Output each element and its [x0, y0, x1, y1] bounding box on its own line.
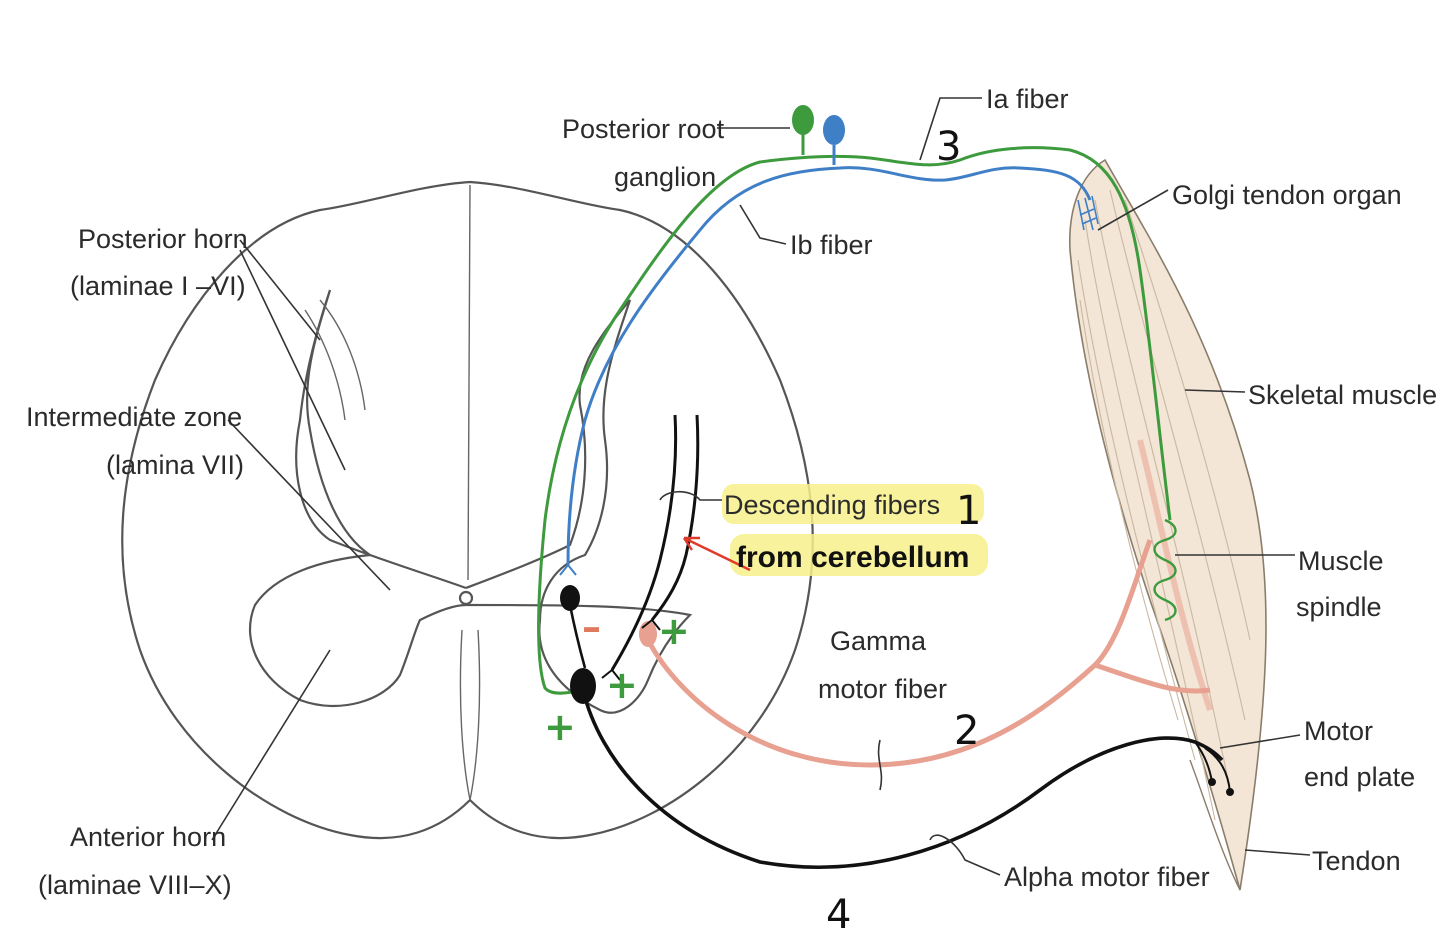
- label-muscle-spindle: Muscle spindle: [1296, 546, 1384, 622]
- label-alpha-motor-fiber: Alpha motor fiber: [1004, 862, 1210, 892]
- label-posterior-root-ganglion: Posterior root ganglion: [562, 114, 725, 192]
- label-anterior-horn: Anterior horn (laminae VIII–X): [38, 822, 232, 900]
- label-gamma-motor-fiber: Gamma motor fiber: [818, 626, 947, 704]
- muscle-striations: [1077, 189, 1251, 821]
- spindle-coil: [1153, 518, 1177, 622]
- label-gamma-line1: Gamma: [830, 626, 927, 656]
- alpha-motor-fiber-path: [581, 689, 1224, 869]
- spinal-cord: [121, 180, 814, 840]
- label-descending-fibers: Descending fibers: [724, 490, 940, 520]
- excitatory-plus-sign-ia: +: [544, 705, 576, 749]
- number-1: 1: [956, 488, 981, 534]
- label-posterior-root-line1: Posterior root: [562, 114, 725, 144]
- leader-lines: [211, 97, 1311, 876]
- label-ib-fiber: Ib fiber: [790, 230, 873, 260]
- label-anterior-horn-line1: Anterior horn: [70, 822, 226, 852]
- descending-endings: [601, 619, 661, 681]
- gamma-motor-neuron: [639, 621, 657, 647]
- muscle-spindle: [1137, 439, 1213, 711]
- label-tendon: Tendon: [1312, 846, 1401, 876]
- ganglion-cell-blue: [823, 115, 845, 145]
- golgi-tendon-organ: [1077, 195, 1099, 231]
- number-4: 4: [826, 892, 851, 938]
- ganglion-cell-green: [792, 105, 814, 135]
- gamma-fiber-branch: [1094, 662, 1211, 694]
- label-skeletal-muscle: Skeletal muscle: [1248, 380, 1437, 410]
- central-canal: [458, 590, 474, 606]
- inhibitory-interneuron: [560, 585, 580, 611]
- label-posterior-horn-line2: (laminae I –VI): [70, 271, 246, 301]
- interneuron-link: [568, 604, 587, 669]
- label-intermediate-zone: Intermediate zone (lamina VII): [26, 402, 244, 480]
- label-muscle-spindle-line1: Muscle: [1298, 546, 1384, 576]
- posterior-horn-lamina-lines: [304, 299, 366, 421]
- label-golgi-tendon-organ: Golgi tendon organ: [1172, 180, 1402, 210]
- skeletal-muscle-body: [1069, 158, 1267, 891]
- label-posterior-root-line2: ganglion: [614, 162, 716, 192]
- tendon-body: [1189, 759, 1241, 891]
- label-muscle-spindle-line2: spindle: [1296, 592, 1382, 622]
- ib-fiber-path: [566, 166, 1092, 566]
- alpha-motor-neuron: [570, 668, 596, 704]
- motor-end-plate: [1194, 741, 1234, 796]
- label-posterior-horn-line1: Posterior horn: [78, 224, 248, 254]
- label-intermediate-zone-line2: (lamina VII): [106, 450, 244, 480]
- excitatory-plus-sign-alpha: +: [606, 663, 638, 707]
- gamma-motor-fiber-path: [645, 539, 1153, 768]
- synapse-endings: [559, 564, 577, 576]
- label-intermediate-zone-line1: Intermediate zone: [26, 402, 242, 432]
- label-gamma-line2: motor fiber: [818, 674, 947, 704]
- label-from-cerebellum: from cerebellum: [736, 541, 969, 574]
- skeletal-muscle: [1069, 158, 1267, 891]
- inhibitory-minus-sign: –: [582, 605, 601, 649]
- number-3: 3: [936, 124, 961, 170]
- excitatory-plus-sign-gamma: +: [658, 609, 690, 653]
- anterior-median-fissure: [459, 629, 481, 801]
- label-motor-end-plate-line2: end plate: [1304, 762, 1415, 792]
- label-motor-end-plate: Motor end plate: [1304, 716, 1415, 792]
- highlight-descending-fibers: [722, 484, 984, 524]
- cerebellum-arrow: [683, 536, 751, 572]
- descending-fiber-2: [650, 414, 700, 621]
- label-motor-end-plate-line1: Motor: [1304, 716, 1373, 746]
- label-anterior-horn-line2: (laminae VIII–X): [38, 870, 232, 900]
- ia-fiber-path: [537, 146, 1172, 695]
- highlight-from-cerebellum: [730, 534, 988, 576]
- gray-matter-right: [465, 299, 693, 714]
- descending-fibers: [610, 414, 700, 671]
- descending-fiber-1: [610, 414, 678, 671]
- label-posterior-horn: Posterior horn (laminae I –VI): [70, 224, 248, 301]
- gray-matter-left: [248, 289, 467, 708]
- number-2: 2: [954, 708, 979, 754]
- label-ia-fiber: Ia fiber: [986, 84, 1069, 114]
- posterior-root-ganglion: [792, 105, 845, 165]
- posterior-median-sulcus: [467, 184, 471, 581]
